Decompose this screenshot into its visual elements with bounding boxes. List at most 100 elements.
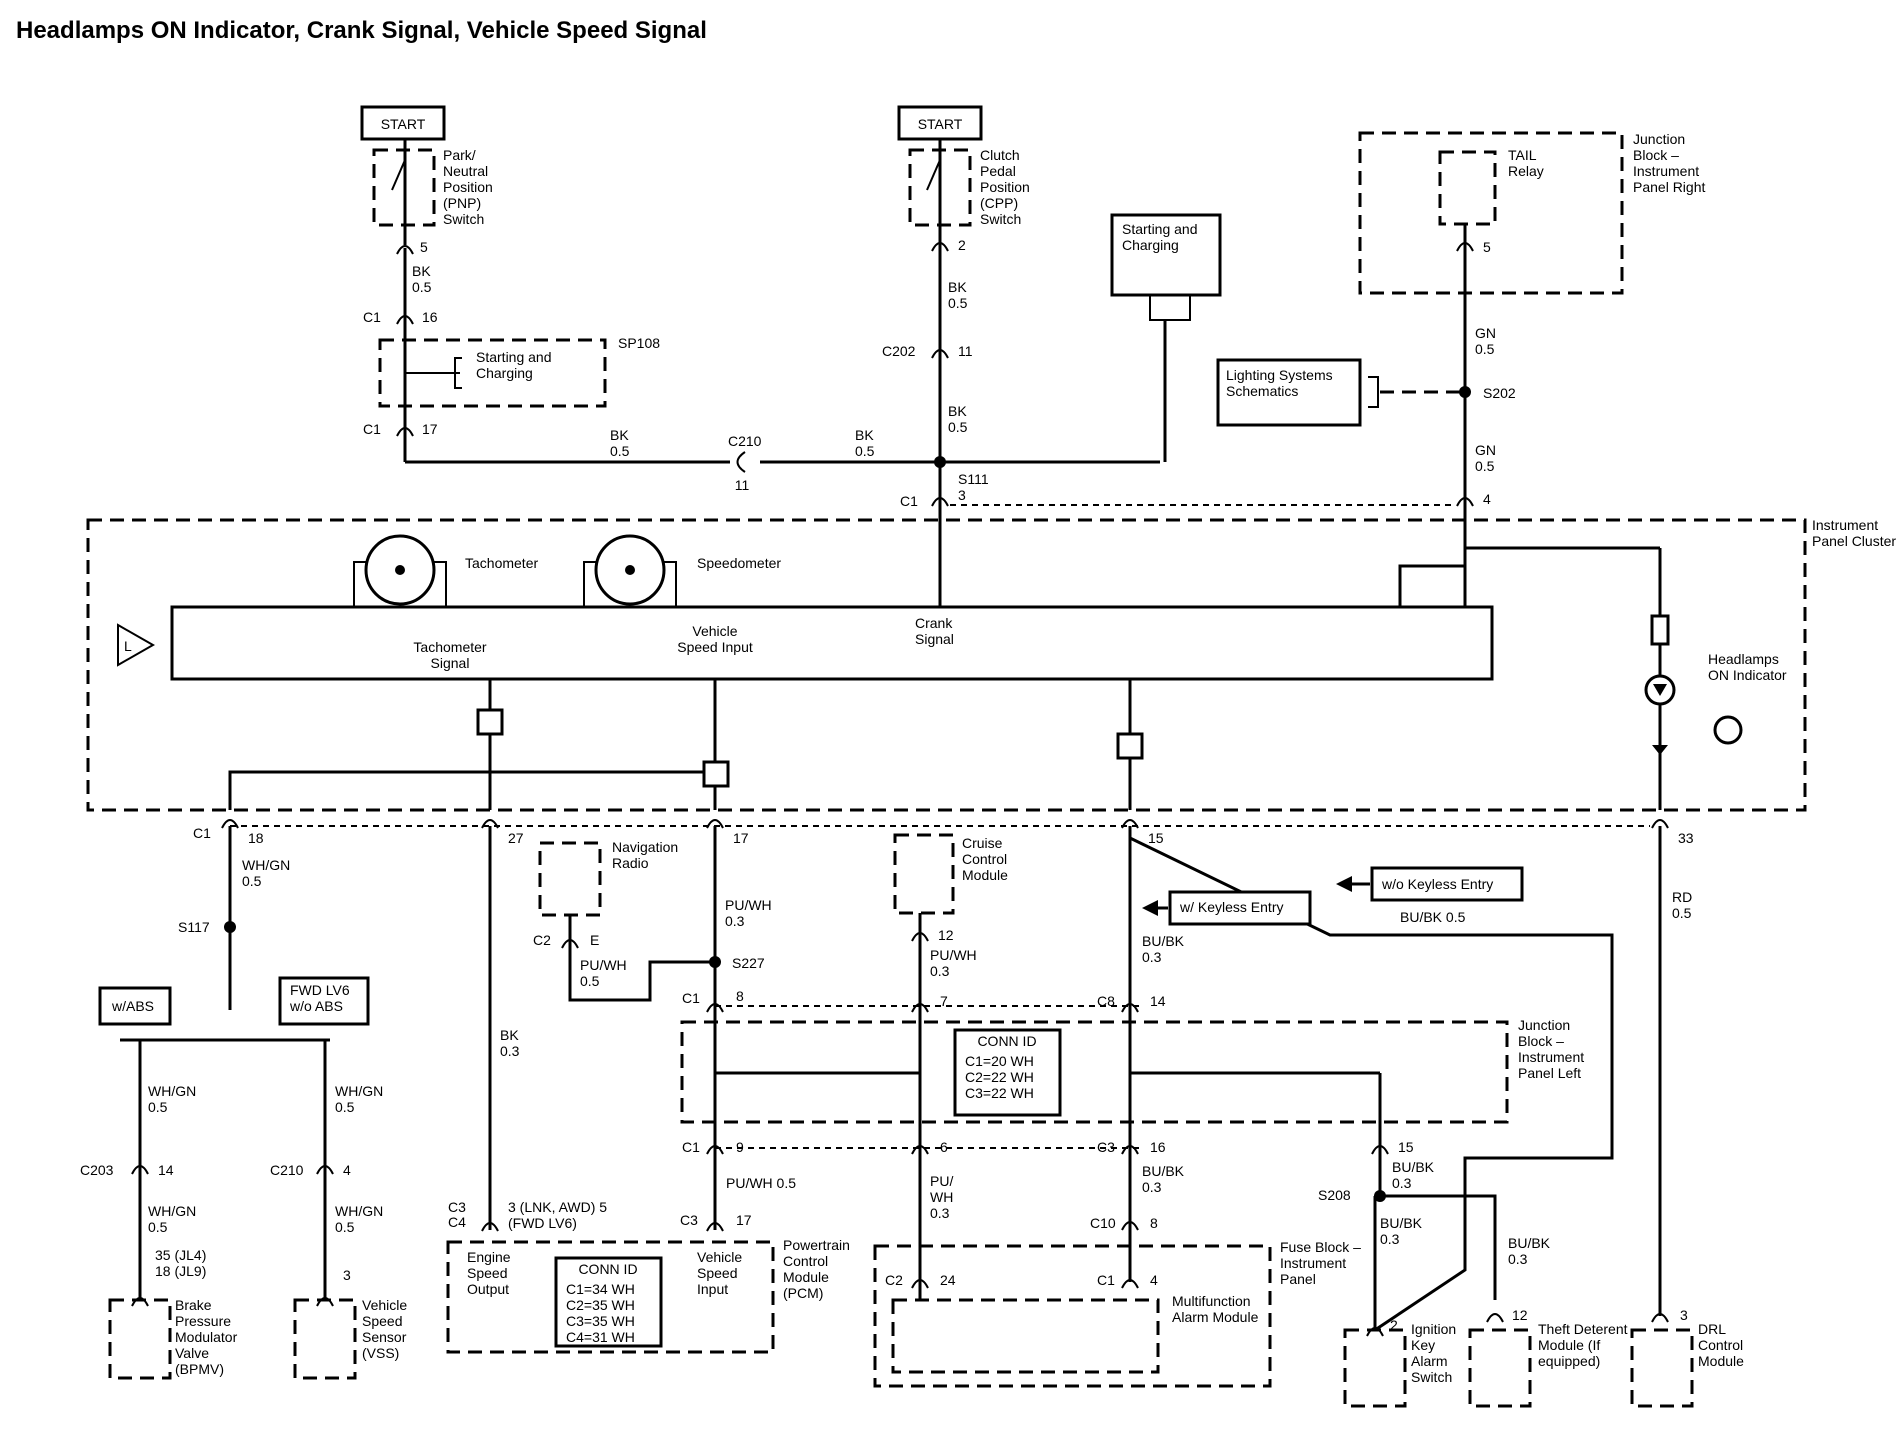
bracket (454, 357, 462, 389)
connector-label: C1 (682, 990, 700, 1006)
vss-box (293, 1298, 357, 1380)
connector-symbol (1371, 1145, 1389, 1155)
connector-symbol (706, 1003, 724, 1013)
wire-label: PU/WH 0.5 (726, 1175, 796, 1191)
signal-box (702, 760, 730, 788)
connector-symbol (706, 1222, 724, 1232)
junction-block-right-box (1358, 131, 1624, 295)
pin-label: 16 (422, 309, 438, 325)
start-label-pnp: START (381, 116, 426, 132)
pin-label: 6 (940, 1139, 948, 1155)
w-keyless-label: w/ Keyless Entry (1179, 899, 1283, 915)
led-arrow (1653, 684, 1667, 696)
connector-symbol (131, 1165, 149, 1175)
navigation-radio-box (538, 841, 602, 917)
wire (228, 770, 703, 810)
splice-s208 (1374, 1190, 1386, 1202)
conn-id-pcm-box (554, 1256, 663, 1348)
connector-symbol (931, 497, 949, 507)
wire (1380, 1194, 1497, 1300)
connector-symbol (931, 242, 949, 252)
bracket (1149, 295, 1191, 321)
pin-label: 3 (1680, 1307, 1688, 1323)
pin-label: 8 (1150, 1215, 1158, 1231)
switch-contact (391, 159, 406, 191)
signal-box (1116, 732, 1144, 760)
connector-symbol (316, 1165, 334, 1175)
connector-symbol (1121, 819, 1139, 829)
connector-symbol (1651, 819, 1669, 829)
wo-keyless-label: w/o Keyless Entry (1381, 876, 1493, 892)
splice-label: S111 (958, 471, 989, 487)
connector-symbol (481, 819, 499, 829)
pin-label: 35 (JL4)18 (JL9) (155, 1247, 206, 1279)
indicator-lamp-icon (1713, 715, 1743, 745)
arrow-left (1142, 900, 1158, 916)
pin-label: 2 (1390, 1317, 1398, 1333)
diagram-title: Headlamps ON Indicator, Crank Signal, Ve… (16, 17, 707, 44)
bracket (1368, 376, 1379, 408)
resistor (1650, 614, 1670, 646)
pin-label: 27 (508, 830, 524, 846)
pin-label: 3 (343, 1267, 351, 1283)
pin-label: 18 (248, 830, 264, 846)
conn-id-title: CONN ID (977, 1033, 1036, 1049)
pin-label: 14 (158, 1162, 174, 1178)
pin-label: 24 (940, 1272, 956, 1288)
sp108-box (378, 338, 607, 408)
fwd-lv6-box (278, 976, 370, 1026)
components-layer: L (86, 105, 1807, 1408)
wire (1129, 836, 1614, 1332)
speedometer-gauge-hub (625, 565, 635, 575)
conn-id-title: CONN ID (578, 1261, 637, 1277)
pin-label: 12 (1512, 1307, 1528, 1323)
wire (1398, 564, 1465, 607)
connector-label: C1 (682, 1139, 700, 1155)
connector-label: C1 (900, 493, 918, 509)
splice-label: SP108 (618, 335, 660, 351)
connector-symbol (221, 819, 239, 829)
connector-symbol (911, 932, 929, 942)
speedometer-gauge-label: Speedometer (697, 555, 781, 571)
connector-label: C1 (363, 421, 381, 437)
arrow-left (1336, 876, 1352, 892)
connector-label: C3 (448, 1199, 466, 1215)
pnp-switch-box (372, 148, 436, 227)
labels-layer: Headlamps ON Indicator, Crank Signal, Ve… (16, 17, 1896, 1385)
pin-label: 16 (1150, 1139, 1166, 1155)
pin-label: 11 (958, 343, 973, 359)
connector-label: C202 (882, 343, 916, 359)
connector-symbol (911, 1003, 929, 1013)
splice-s227 (709, 956, 721, 968)
connector-symbol (561, 939, 579, 949)
splice-s111 (934, 456, 946, 468)
splice-label: S202 (1483, 385, 1516, 401)
drl-control-box (1630, 1328, 1694, 1408)
